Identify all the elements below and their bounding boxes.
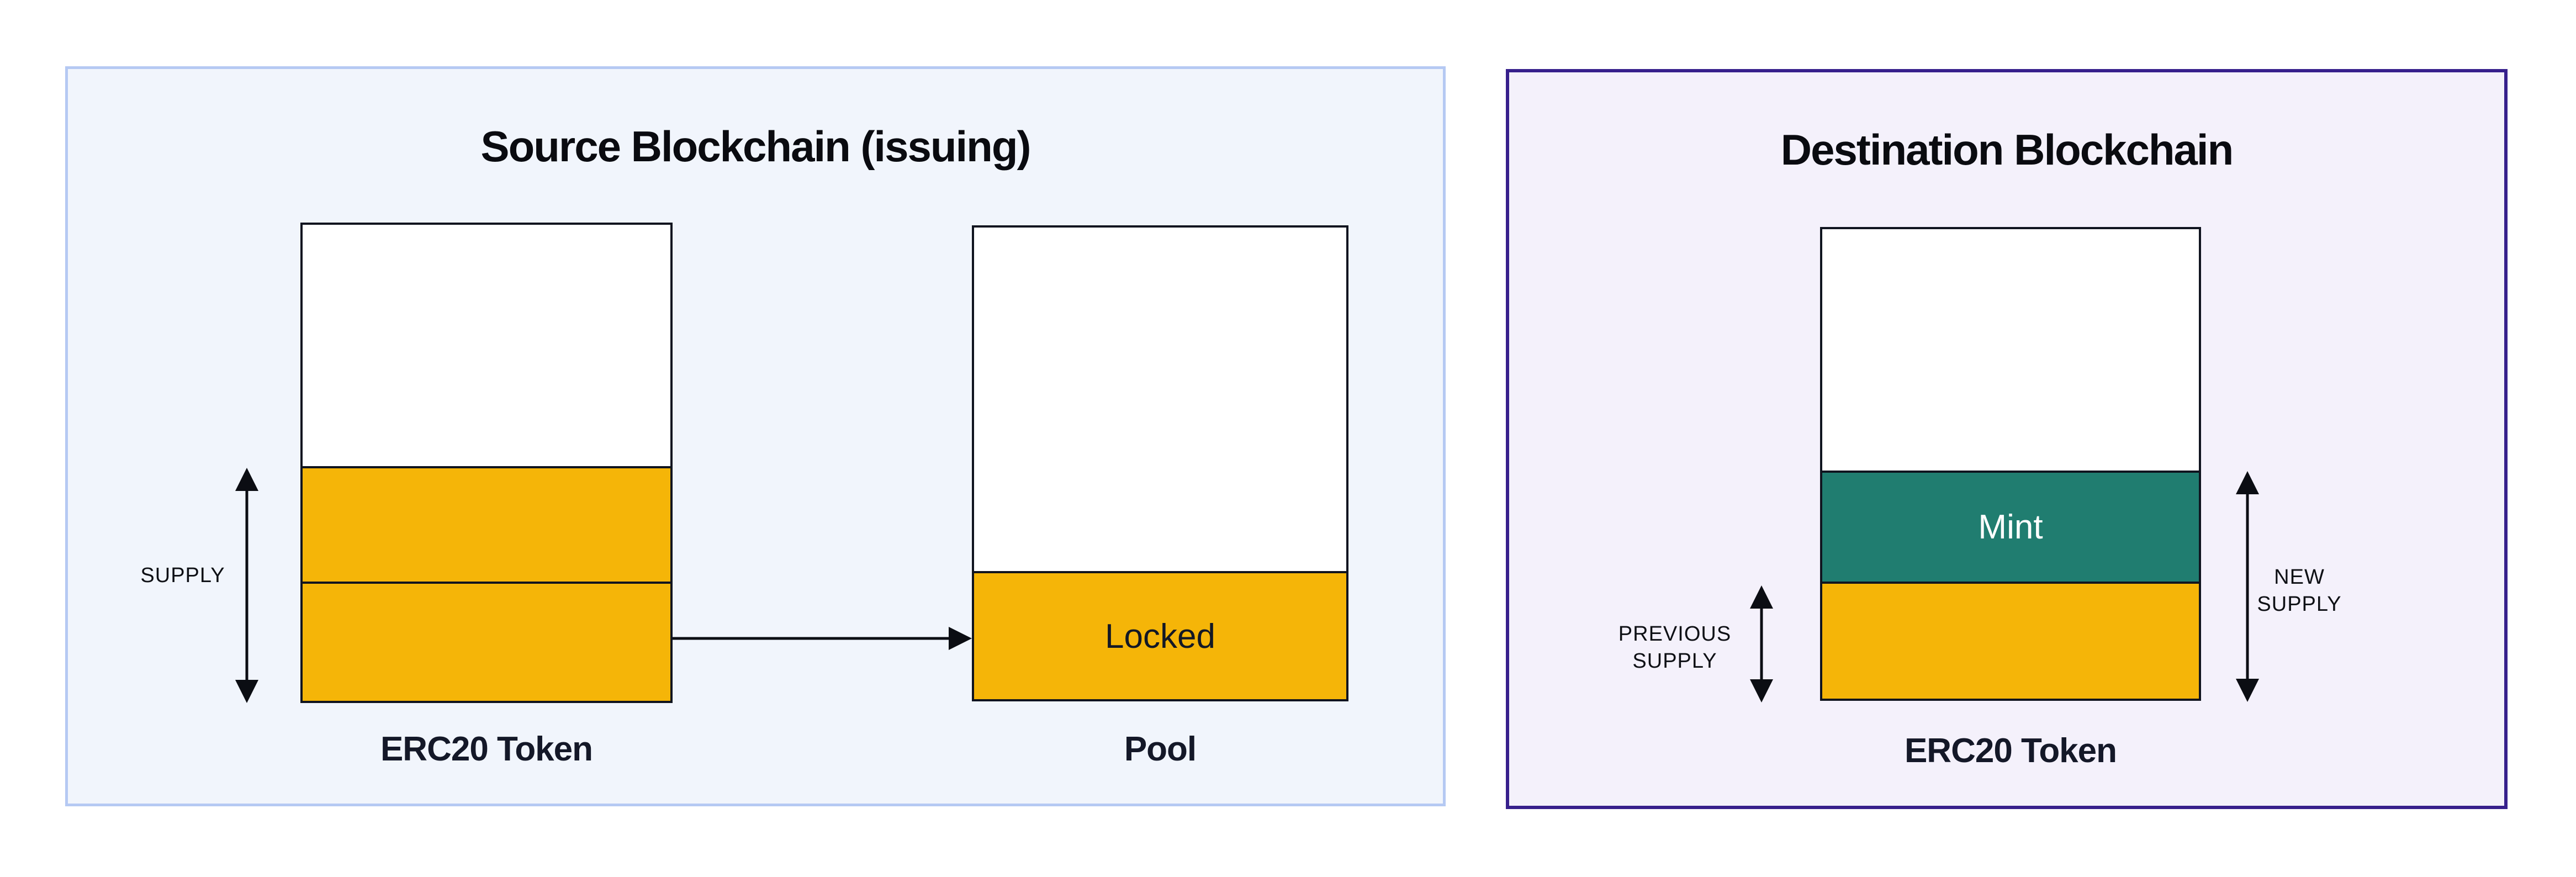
previous-supply-label-line2: SUPPLY: [1632, 649, 1717, 673]
arrowhead-down-icon: [2236, 679, 2259, 702]
pool-locked-section: Locked: [974, 571, 1346, 699]
new-supply-range-arrow: [2235, 471, 2260, 702]
source-panel-title: Source Blockchain (issuing): [480, 122, 1032, 171]
arrowhead-down-icon: [1750, 679, 1773, 702]
destination-erc20-unissued-section: [1822, 229, 2199, 471]
mint-label: Mint: [1978, 508, 2043, 546]
pool-empty-section: [974, 228, 1346, 571]
previous-supply-label-line1: PREVIOUS: [1618, 622, 1732, 646]
destination-panel-title: Destination Blockchain: [1780, 125, 2234, 174]
previous-supply-label: PREVIOUS SUPPLY: [1586, 621, 1763, 675]
arrowhead-down-icon: [235, 680, 258, 703]
pool-box: Locked: [972, 225, 1348, 701]
destination-erc20-token-box: Mint: [1820, 227, 2201, 701]
arrow-shaft: [673, 637, 955, 640]
destination-erc20-token-label: ERC20 Token: [1904, 732, 2117, 770]
source-erc20-supply-upper-section: [303, 466, 670, 582]
destination-erc20-previous-supply-section: [1822, 582, 2199, 699]
source-erc20-token-box: [300, 223, 673, 703]
destination-blockchain-panel: Destination Blockchain Mint ERC20 Token …: [1506, 69, 2508, 809]
source-blockchain-panel: Source Blockchain (issuing) ERC20 Token …: [65, 66, 1446, 806]
previous-supply-range-arrow: [1749, 585, 1774, 702]
source-erc20-unissued-section: [303, 225, 670, 466]
destination-erc20-mint-section: Mint: [1822, 471, 2199, 582]
source-erc20-supply-lower-section: [303, 582, 670, 701]
arrow-shaft: [2246, 489, 2249, 684]
new-supply-label-line2: SUPPLY: [2257, 593, 2342, 616]
new-supply-label-line1: NEW: [2274, 566, 2325, 589]
supply-range-arrow: [235, 468, 259, 703]
supply-label: SUPPLY: [140, 564, 225, 587]
lock-transfer-arrow: [673, 626, 972, 651]
arrowhead-right-icon: [949, 627, 972, 650]
locked-label: Locked: [1105, 617, 1215, 656]
arrow-shaft: [245, 485, 248, 685]
pool-label: Pool: [1124, 730, 1197, 768]
new-supply-label: NEW SUPPLY: [2208, 564, 2390, 619]
source-erc20-token-label: ERC20 Token: [380, 730, 593, 768]
arrow-shaft: [1760, 603, 1763, 685]
